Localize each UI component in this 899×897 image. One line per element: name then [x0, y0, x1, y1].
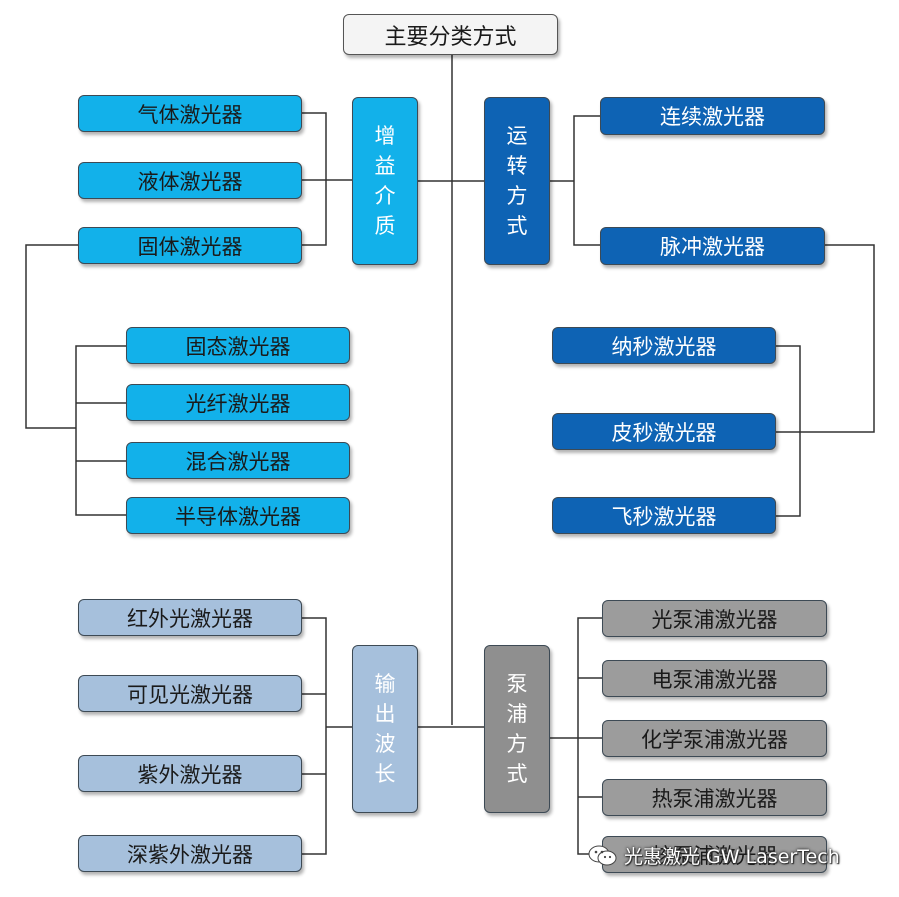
category-pumping-method-label: 泵浦方式 [506, 672, 528, 786]
category-pumping-method: 泵浦方式 [484, 645, 550, 813]
pulse-link [800, 244, 875, 433]
solid-bracket [75, 345, 126, 516]
wechat-icon [588, 845, 617, 865]
solid-link [25, 244, 78, 429]
category-output-wavelength: 输出波长 [352, 645, 418, 813]
node-femtosecond-laser: 飞秒激光器 [552, 497, 776, 534]
node-liquid-laser: 液体激光器 [78, 162, 302, 199]
node-solid-laser: 固体激光器 [78, 227, 302, 264]
node-uv-laser: 紫外激光器 [78, 755, 302, 792]
diagram-title: 主要分类方式 [343, 14, 558, 55]
node-optical-pump-laser: 光泵浦激光器 [602, 600, 827, 637]
node-fiber-laser: 光纤激光器 [126, 384, 350, 421]
node-nanosecond-laser: 纳秒激光器 [552, 327, 776, 364]
node-visible-laser: 可见光激光器 [78, 675, 302, 712]
category-gain-medium-label: 增益介质 [374, 124, 396, 238]
node-hybrid-laser: 混合激光器 [126, 442, 350, 479]
node-chemical-pump-laser: 化学泵浦激光器 [602, 720, 827, 757]
pump-bracket [577, 617, 602, 855]
node-thermal-pump-laser: 热泵浦激光器 [602, 779, 827, 816]
node-picosecond-laser: 皮秒激光器 [552, 413, 776, 450]
node-gas-laser: 气体激光器 [78, 95, 302, 132]
watermark-text: 光惠激光 GW LaserTech [624, 846, 840, 868]
node-pulsed-laser: 脉冲激光器 [600, 227, 825, 265]
category-operation-mode-label: 运转方式 [506, 124, 528, 238]
op-bracket [573, 115, 600, 246]
wave-bracket [302, 617, 327, 855]
category-operation-mode: 运转方式 [484, 97, 550, 265]
pulse-bracket [776, 345, 801, 517]
node-nuclear-pump-laser: 核泵浦激光器 [602, 836, 827, 873]
node-electrical-pump-laser: 电泵浦激光器 [602, 660, 827, 697]
watermark: 光惠激光 GW LaserTech [588, 842, 840, 869]
node-semiconductor-laser: 半导体激光器 [126, 497, 350, 534]
category-gain-medium: 增益介质 [352, 97, 418, 265]
node-solid-state-laser: 固态激光器 [126, 327, 350, 364]
node-deep-uv-laser: 深紫外激光器 [78, 835, 302, 872]
category-output-wavelength-label: 输出波长 [374, 672, 396, 786]
gain-bracket [302, 112, 327, 246]
node-continuous-laser: 连续激光器 [600, 97, 825, 135]
node-infrared-laser: 红外光激光器 [78, 599, 302, 636]
